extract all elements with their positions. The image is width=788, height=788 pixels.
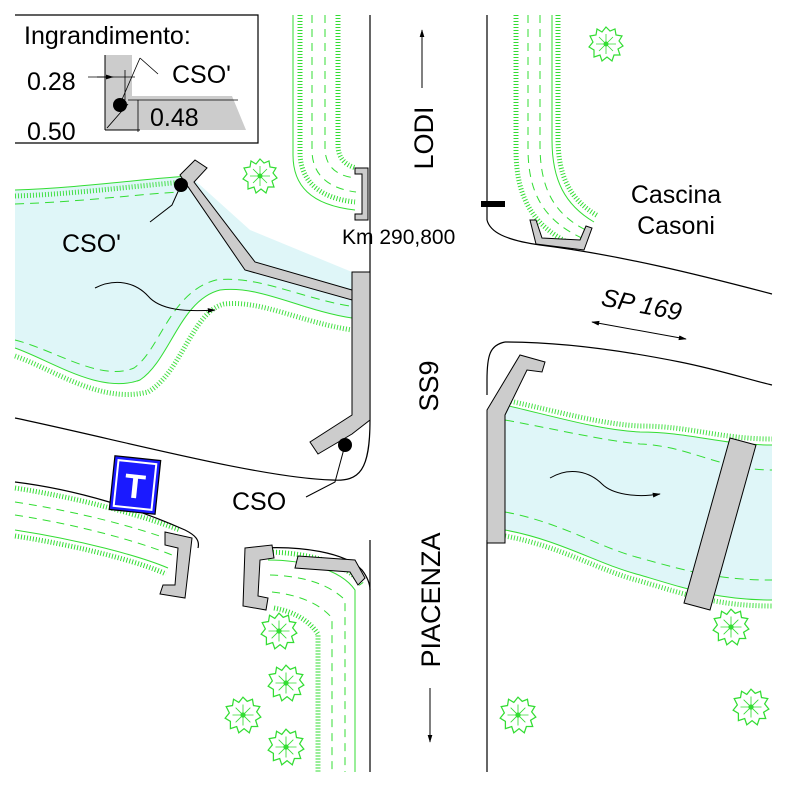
cso-label: CSO (232, 488, 286, 516)
flow-arrow-west (94, 281, 216, 313)
bush-icon (712, 608, 750, 646)
inset-structure-shape (105, 55, 246, 130)
sp169-direction: SP 169 (591, 284, 687, 341)
lodi-label: LODI (409, 106, 439, 169)
t-sign: T (108, 455, 162, 515)
bush-icon (588, 26, 624, 62)
piacenza-direction: PIACENZA (416, 532, 446, 743)
bush-icon (267, 664, 305, 702)
flow-arrow-east (549, 470, 661, 498)
ditch-south-center (263, 549, 365, 772)
west-canal (14, 175, 353, 398)
cso-callout: CSO (232, 438, 352, 516)
sp169-label: SP 169 (599, 284, 684, 327)
inset-dim-right: 0.48 (150, 104, 199, 132)
inset-dim-top: 0.28 (27, 68, 76, 96)
wingwall-sw (159, 531, 193, 599)
structures (159, 159, 757, 611)
inlet-nw-frame (354, 167, 369, 221)
inlet-ne-frame (529, 219, 593, 251)
bridge-east-left (486, 354, 546, 544)
farm-label-line2: Casoni (637, 212, 715, 240)
ss9-label: SS9 (414, 360, 444, 411)
inset-dim-bottom: 0.50 (27, 118, 76, 146)
bush-icon (224, 696, 262, 734)
bush-icon (242, 158, 278, 194)
bush-icon (267, 728, 305, 766)
cso-prime-callout: CSO' (62, 178, 188, 258)
ditch-north-east (513, 15, 600, 251)
cso-prime-label: CSO' (62, 230, 121, 258)
ditch-north-west (292, 15, 357, 211)
km-label: Km 290,800 (342, 226, 455, 249)
bush-icon (260, 612, 298, 650)
wingwall-sc-left (242, 544, 275, 611)
bush-icon (499, 696, 537, 734)
inset-title: Ingrandimento: (24, 22, 191, 50)
inset-detail: Ingrandimento: 0.28 0.50 0.48 CSO' (15, 14, 259, 146)
ditch-south-west (14, 485, 181, 577)
km-post-marker (481, 201, 505, 207)
inset-cso-point (113, 98, 127, 112)
lodi-direction: LODI (409, 29, 439, 170)
wingwall-sc-right (294, 555, 366, 586)
farm-label: Cascina Casoni (631, 181, 721, 240)
piacenza-label: PIACENZA (416, 532, 446, 667)
t-sign-letter: T (122, 467, 147, 507)
culvert-west-wall (179, 159, 353, 301)
inset-cso-label: CSO' (172, 61, 231, 89)
bridge-east-right (683, 437, 757, 611)
farm-label-line1: Cascina (631, 181, 721, 209)
bush-icon (732, 688, 770, 726)
culvert-west-headwall (309, 271, 371, 455)
